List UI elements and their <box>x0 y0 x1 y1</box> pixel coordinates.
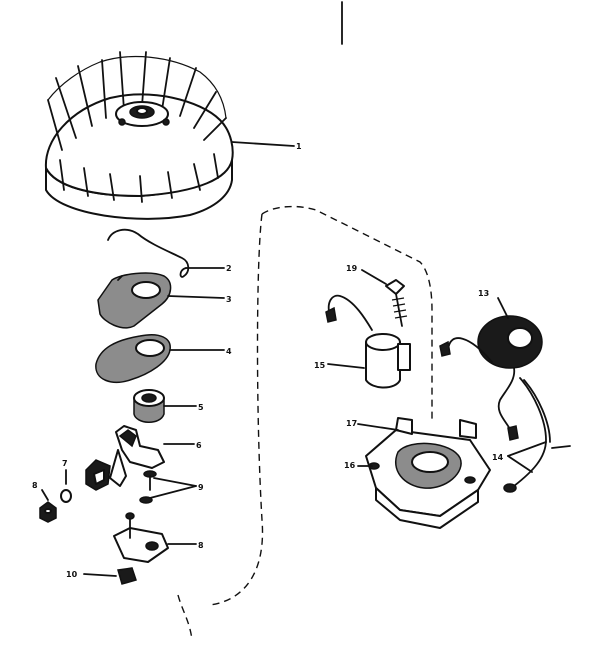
callout-labels: 1 2 3 4 5 6 7 8 9 8 10 13 19 15 17 16 14 <box>32 142 504 579</box>
ignition-leads-part <box>503 377 571 493</box>
callout-label: 1 <box>296 142 302 151</box>
armature-base-part <box>365 417 491 529</box>
assembly-boundary-dashed <box>261 205 433 420</box>
breaker-arm-part <box>109 425 165 487</box>
callout-label: 7 <box>62 459 68 468</box>
callout-label: 8 <box>32 481 38 490</box>
washer-part <box>60 489 72 503</box>
callout-label: 10 <box>66 570 78 579</box>
callout-label: 8 <box>198 541 204 550</box>
condenser-part <box>325 294 411 389</box>
callout-label: 15 <box>314 361 326 370</box>
mounting-screw-part <box>385 279 408 327</box>
leader-lines <box>41 141 547 577</box>
callout-label: 2 <box>226 264 232 273</box>
gasket-part <box>95 334 171 384</box>
callout-label: 9 <box>198 483 204 492</box>
spring-wire-part <box>107 228 190 278</box>
callout-label: 16 <box>344 461 356 470</box>
assembly-boundary-dashed-bottom <box>177 594 193 641</box>
callout-label: 4 <box>226 347 232 356</box>
ignition-coil-part <box>439 315 543 441</box>
nut-part <box>39 501 57 523</box>
callout-label: 19 <box>346 264 358 273</box>
callout-label: 3 <box>226 295 232 304</box>
flywheel-part <box>44 51 234 220</box>
callout-label: 14 <box>492 453 504 462</box>
clip-part <box>117 567 137 585</box>
stud-bracket-part <box>113 512 169 563</box>
screws-part <box>139 470 157 504</box>
breaker-bracket-part <box>85 459 111 491</box>
cover-plate-part <box>97 272 172 329</box>
callout-label: 13 <box>478 289 489 298</box>
callout-label: 17 <box>346 419 357 428</box>
callout-label: 5 <box>198 403 204 412</box>
cam-bushing-part <box>133 389 165 423</box>
assembly-boundary-dashed-left <box>209 213 264 606</box>
callout-label: 6 <box>196 441 202 450</box>
